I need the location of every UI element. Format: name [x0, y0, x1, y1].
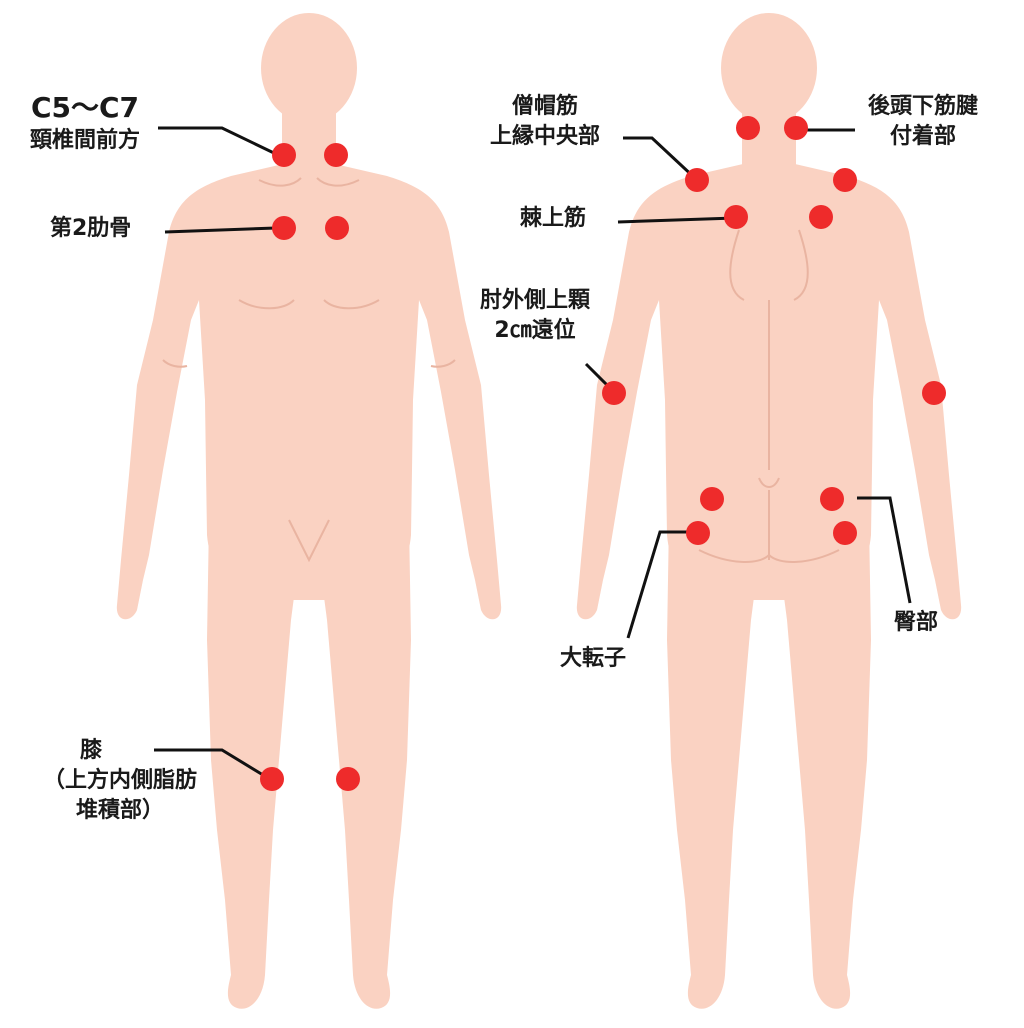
- leader-trapezius: [623, 136, 699, 182]
- label-supraspinatus: 棘上筋: [520, 204, 586, 234]
- label-rib: 第2肋骨: [50, 214, 131, 244]
- label-knee-line1: 膝: [80, 738, 103, 763]
- label-trapezius: 僧帽筋 上縁中央部: [470, 92, 620, 152]
- label-trochanter-text: 大転子: [560, 646, 627, 671]
- label-cervical: C5〜C7 頸椎間前方: [10, 90, 160, 156]
- leader-rib: [164, 226, 277, 234]
- label-knee-line2: （上方内側脂肪: [42, 768, 197, 793]
- tender-point-back-trochanter-right: [833, 521, 857, 545]
- tender-point-back-elbow-right: [922, 381, 946, 405]
- label-elbow-line1: 肘外側上顆: [479, 288, 590, 313]
- label-cervical-line1: C5〜C7: [30, 91, 140, 124]
- label-trochanter: 大転子: [560, 644, 626, 674]
- tender-point-back-supraspinatus-right: [809, 205, 833, 229]
- label-gluteal: 臀部: [894, 608, 938, 638]
- tender-point-back-elbow-left: [602, 381, 626, 405]
- tender-point-back-occipital-right: [784, 116, 808, 140]
- back-figure: [576, 13, 962, 1009]
- label-knee-line3: 堆積部）: [75, 798, 164, 823]
- label-gluteal-text: 臀部: [894, 610, 939, 635]
- leader-cervical: [158, 126, 277, 156]
- label-trapezius-line1: 僧帽筋: [511, 94, 578, 119]
- label-elbow: 肘外側上顆 2㎝遠位: [460, 286, 610, 346]
- tender-points: [260, 116, 946, 791]
- label-supraspinatus-text: 棘上筋: [520, 206, 587, 231]
- tender-point-front-rib-left: [272, 216, 296, 240]
- tender-point-front-knee-left: [260, 767, 284, 791]
- tender-point-back-trochanter-left: [686, 521, 710, 545]
- leader-gluteal: [857, 496, 912, 604]
- label-occipital-line1: 後頭下筋腱: [867, 94, 978, 119]
- label-rib-text: 第2肋骨: [50, 216, 132, 241]
- tender-point-back-gluteal-right: [820, 487, 844, 511]
- label-knee: 膝 （上方内側脂肪 堆積部）: [20, 736, 220, 826]
- tender-point-front-knee-right: [336, 767, 360, 791]
- tender-point-front-rib-right: [325, 216, 349, 240]
- tender-point-front-cervical-right: [324, 143, 348, 167]
- front-figure: [116, 13, 502, 1009]
- label-occipital-line2: 付着部: [889, 124, 956, 149]
- leader-supraspinatus: [617, 216, 736, 224]
- tender-point-front-cervical-left: [272, 143, 296, 167]
- leader-trochanter: [626, 530, 693, 639]
- tender-point-back-gluteal-left: [700, 487, 724, 511]
- tender-point-back-supraspinatus-left: [724, 205, 748, 229]
- leader-lines: [154, 126, 912, 780]
- label-occipital: 後頭下筋腱 付着部: [848, 92, 998, 152]
- label-elbow-line2: 2㎝遠位: [494, 318, 576, 343]
- label-cervical-line2: 頸椎間前方: [29, 128, 140, 153]
- leader-knee: [154, 748, 269, 780]
- tender-point-back-trapezius-right: [833, 168, 857, 192]
- tender-point-back-trapezius-left: [685, 168, 709, 192]
- label-trapezius-line2: 上縁中央部: [489, 124, 600, 149]
- tender-point-back-occipital-left: [736, 116, 760, 140]
